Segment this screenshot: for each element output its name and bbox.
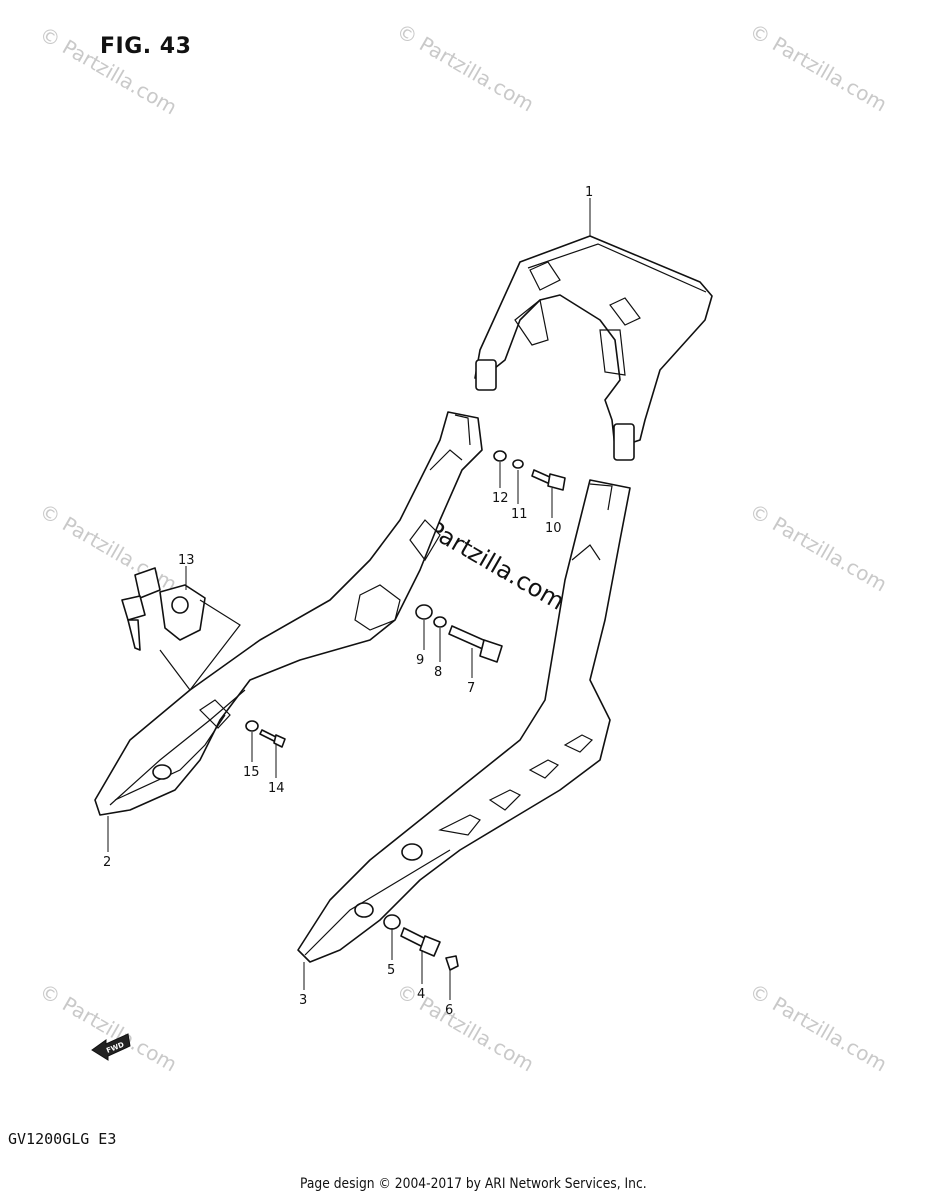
callout-8: 8 bbox=[434, 665, 442, 680]
watermark: © Partzilla.com bbox=[36, 22, 182, 120]
watermark: © Partzilla.com bbox=[746, 979, 892, 1077]
washer-9 bbox=[415, 604, 433, 620]
callout-10: 10 bbox=[545, 521, 562, 536]
watermark: © Partzilla.com bbox=[746, 19, 892, 117]
callout-13: 13 bbox=[178, 553, 195, 568]
model-code: GV1200GLG E3 bbox=[8, 1130, 117, 1148]
callout-14: 14 bbox=[268, 781, 285, 796]
callout-5: 5 bbox=[387, 963, 395, 978]
washer-11 bbox=[512, 459, 524, 469]
part-13-lock bbox=[121, 567, 241, 691]
part-1-rail-cap bbox=[474, 235, 713, 461]
callout-3: 3 bbox=[299, 993, 307, 1008]
watermark: © Partzilla.com bbox=[393, 979, 539, 1077]
callout-15: 15 bbox=[243, 765, 260, 780]
callout-2: 2 bbox=[103, 855, 111, 870]
callout-7: 7 bbox=[467, 681, 475, 696]
footer-copyright: Page design © 2004-2017 by ARI Network S… bbox=[300, 1176, 647, 1192]
watermark: © Partzilla.com bbox=[746, 499, 892, 597]
bolt-4 bbox=[400, 927, 441, 957]
part-2-left-rail bbox=[94, 411, 483, 816]
part-3-right-rail bbox=[297, 479, 631, 963]
clip-6 bbox=[445, 955, 459, 971]
watermark: © Partzilla.com bbox=[36, 979, 182, 1077]
watermark: © Partzilla.com bbox=[36, 499, 182, 597]
washer-5 bbox=[383, 914, 401, 930]
washer-15 bbox=[245, 720, 259, 732]
screw-14 bbox=[259, 729, 286, 748]
hardware bbox=[245, 450, 566, 971]
callout-12: 12 bbox=[492, 491, 509, 506]
watermark: © Partzilla.com bbox=[393, 19, 539, 117]
leader-lines bbox=[107, 198, 591, 1000]
washer-12 bbox=[493, 450, 507, 462]
watermarks: © Partzilla.com © Partzilla.com © Partzi… bbox=[36, 19, 892, 1077]
bolt-10 bbox=[531, 469, 566, 491]
callout-6: 6 bbox=[445, 1003, 453, 1018]
callout-1: 1 bbox=[585, 185, 593, 200]
figure-title: FIG. 43 bbox=[100, 34, 192, 59]
callouts: 1 2 3 4 5 6 7 8 9 10 11 12 13 14 15 bbox=[103, 185, 593, 1018]
callout-4: 4 bbox=[417, 987, 425, 1002]
callout-11: 11 bbox=[511, 507, 528, 522]
bolt-7 bbox=[448, 625, 503, 663]
washer-8 bbox=[433, 616, 447, 628]
callout-9: 9 bbox=[416, 653, 424, 668]
